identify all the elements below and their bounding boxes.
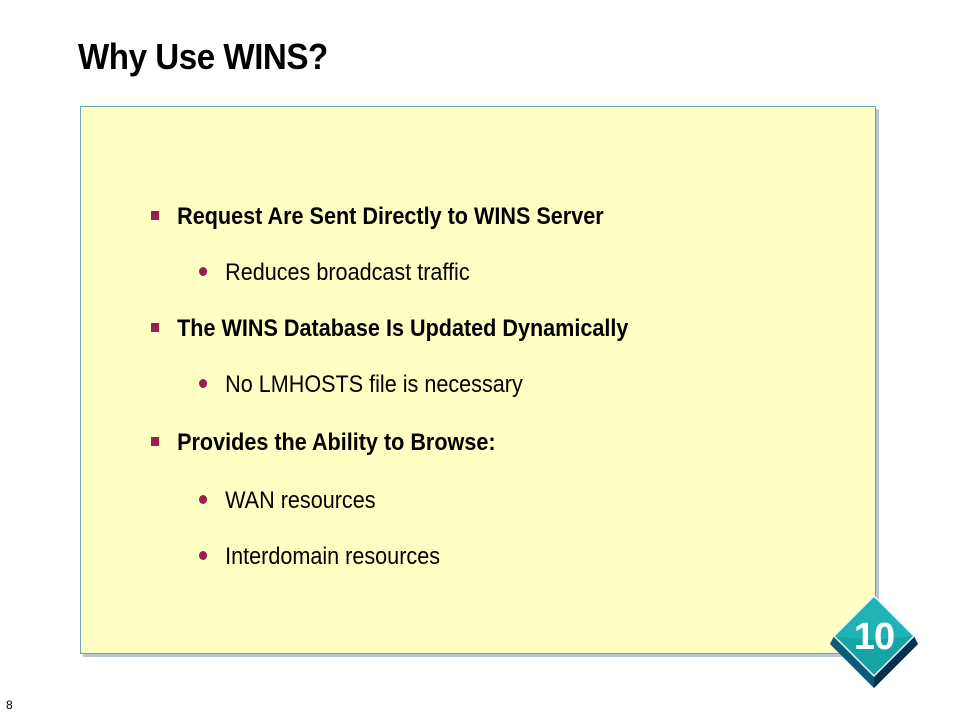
square-bullet-icon	[151, 437, 160, 447]
round-bullet-icon	[199, 267, 208, 277]
square-bullet-icon	[151, 323, 160, 333]
round-bullet-icon	[199, 495, 208, 505]
round-bullet-icon	[199, 379, 208, 389]
sub-bullet-item-wan: WAN resources	[199, 487, 376, 515]
module-badge: 10	[826, 596, 922, 692]
sub-bullet-item-interdomain: Interdomain resources	[199, 543, 440, 571]
square-bullet-icon	[151, 211, 160, 221]
diamond-badge-icon	[830, 596, 918, 688]
bullet-text: Request Are Sent Directly to WINS Server	[177, 203, 604, 230]
sub-bullet-item-broadcast: Reduces broadcast traffic	[199, 259, 470, 287]
page-number: 8	[6, 698, 13, 712]
bullet-text: Provides the Ability to Browse:	[177, 429, 496, 456]
bullet-text: The WINS Database Is Updated Dynamically	[177, 315, 629, 342]
slide-title: Why Use WINS?	[78, 36, 328, 77]
bullet-text: Interdomain resources	[225, 543, 441, 570]
round-bullet-icon	[199, 551, 208, 561]
bullet-text: WAN resources	[225, 487, 376, 514]
bullet-text: No LMHOSTS file is necessary	[225, 371, 523, 398]
bullet-item-requests-sent: Request Are Sent Directly to WINS Server	[151, 203, 604, 231]
bullet-item-database-updated: The WINS Database Is Updated Dynamically	[151, 315, 628, 343]
module-number: 10	[853, 616, 895, 658]
bullet-item-ability-to-browse: Provides the Ability to Browse:	[151, 429, 496, 457]
content-box: Request Are Sent Directly to WINS Server…	[80, 106, 876, 654]
sub-bullet-item-lmhosts: No LMHOSTS file is necessary	[199, 371, 523, 399]
bullet-text: Reduces broadcast traffic	[225, 259, 470, 286]
